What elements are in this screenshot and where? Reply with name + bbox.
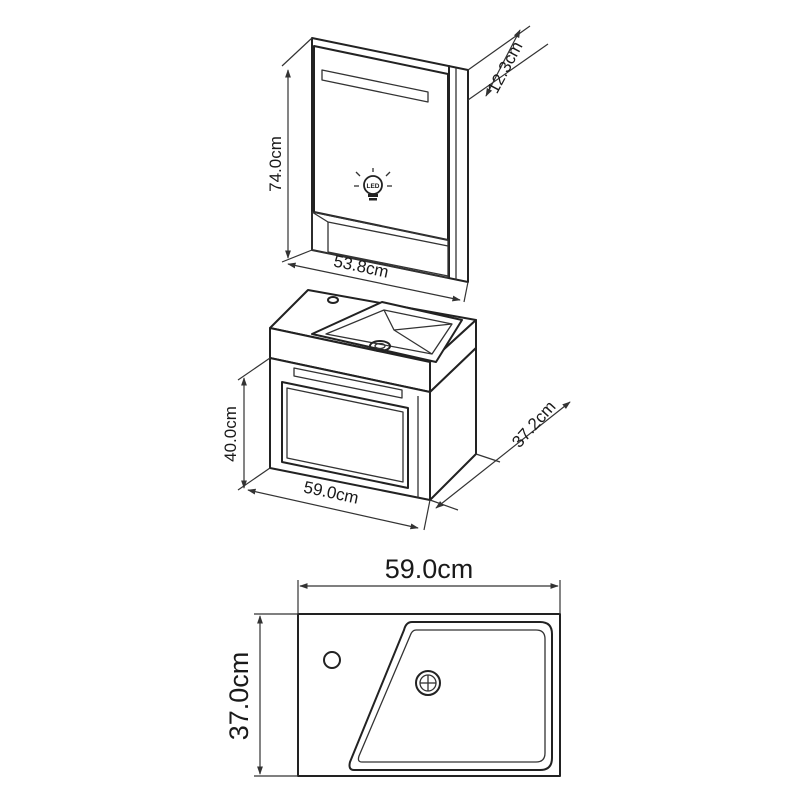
dim-basin-depth: 37.0cm <box>224 613 298 777</box>
vanity-cabinet <box>269 289 477 501</box>
label-vanity-depth: 37.2cm <box>508 397 559 451</box>
dim-mirror-height: 74.0cm <box>266 37 313 263</box>
label-mirror-height: 74.0cm <box>266 136 285 192</box>
label-basin-width: 59.0cm <box>385 554 474 584</box>
dim-basin-width: 59.0cm <box>297 554 561 614</box>
mirror-cabinet <box>311 37 469 283</box>
dim-vanity-height: 40.0cm <box>221 357 271 491</box>
label-mirror-depth: 12.3cm <box>484 38 527 96</box>
led-bulb-icon: LED <box>354 168 392 201</box>
dim-mirror-depth: 12.3cm <box>467 25 549 101</box>
label-basin-depth: 37.0cm <box>224 652 254 741</box>
led-badge: LED <box>367 183 380 190</box>
basin-top-view <box>297 613 561 777</box>
label-vanity-height: 40.0cm <box>221 406 240 462</box>
